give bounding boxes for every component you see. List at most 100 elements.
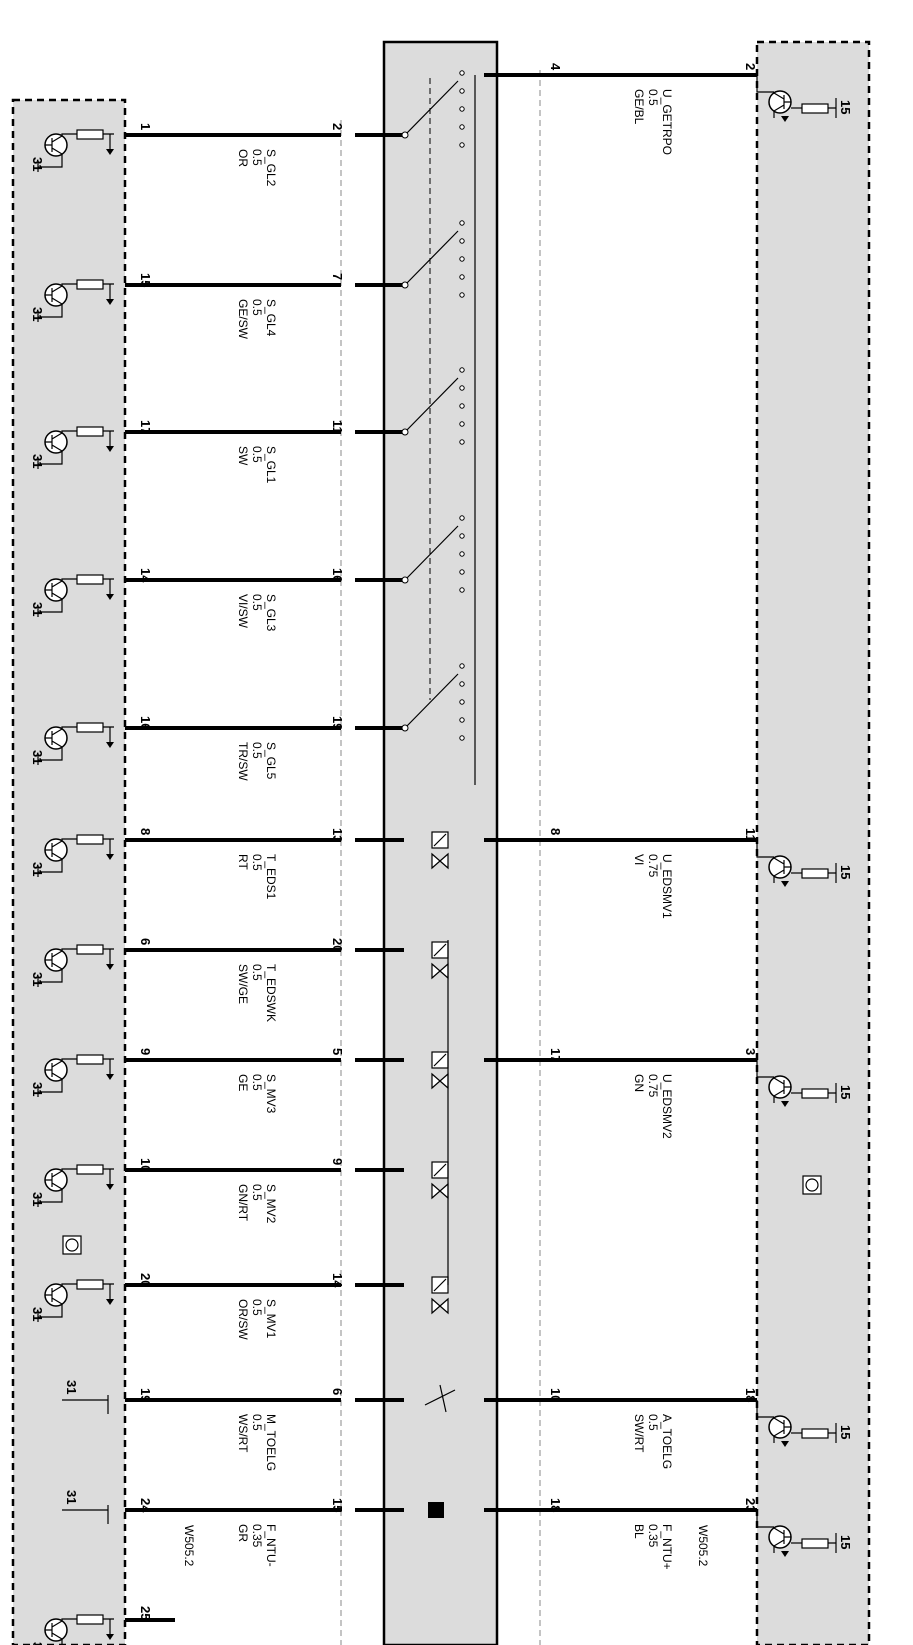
left-transistor-collector-7 <box>61 1058 77 1061</box>
mid-pin-a-toelg: 10 <box>548 1388 563 1402</box>
connector-right-label: W505.2 <box>696 1525 710 1567</box>
right-supply-bar-3 <box>828 1423 837 1443</box>
left-pin-s-mv3: 9 <box>138 1048 153 1055</box>
color-s-mv3: GE <box>236 1074 250 1091</box>
ground-label-5: 31 <box>30 862 45 876</box>
left-transistor-leads-lower <box>45 1620 63 1640</box>
left-transistor-emitter-8 <box>38 1189 63 1203</box>
left-pin-s-gl2: 1 <box>138 123 153 130</box>
right-pin-f-ntu-plus: 23 <box>743 1498 758 1512</box>
color-s-gl2: OR <box>236 149 250 167</box>
lower-ground-lead-1 <box>62 1505 109 1524</box>
right-transistor-leads-2 <box>773 1077 791 1103</box>
left-resistor-3 <box>76 574 104 585</box>
ground-label-2: 31 <box>30 454 45 468</box>
left-transistor-leads-9 <box>45 1285 63 1305</box>
left-transistor-emitter-3 <box>38 599 63 613</box>
mid-pin-f-ntu-plus: 18 <box>548 1498 563 1512</box>
size-s-gl2: 0.5 <box>250 149 264 166</box>
ground-label-1: 31 <box>30 307 45 321</box>
gear-switch-terminal <box>459 681 465 687</box>
lower-ground-label-1: 31 <box>64 1490 79 1504</box>
gear-switch-terminal <box>459 238 465 244</box>
left-pin-s-gl4: 15 <box>138 273 153 287</box>
left-resistor-2 <box>76 426 104 437</box>
solenoid-valve-5 <box>431 852 449 870</box>
left-resistor-lead-0 <box>103 133 114 149</box>
left-pin-extra: 25 <box>138 1606 153 1620</box>
right-arrow-4 <box>781 1551 789 1557</box>
mid-pin-s-mv1: 14 <box>330 1273 345 1288</box>
lower-ground-lead-0 <box>62 1395 109 1414</box>
left-transistor-emitter-lower <box>61 1639 63 1645</box>
left-transistor-emitter-4 <box>38 747 63 761</box>
left-transistor-emitter-9 <box>38 1304 63 1318</box>
gear-switch-terminal <box>459 220 465 226</box>
color-a-toelg: SW/RT <box>632 1414 646 1453</box>
right-pin-u-edsmv2: 3 <box>743 1048 758 1055</box>
ground-arrow-lower <box>106 1634 114 1640</box>
left-transistor-leads-4 <box>45 728 63 748</box>
ground-arrow-0 <box>106 149 114 155</box>
gear-switch-terminal <box>459 663 465 669</box>
right-supply-bar-1 <box>828 863 837 883</box>
right-transistor-collector-4 <box>756 1510 774 1528</box>
signal-s-mv1: S_MV1 <box>264 1299 278 1339</box>
mid-pin-f-ntu-minus: 15 <box>330 1498 345 1512</box>
color-s-mv1: OR/SW <box>236 1299 250 1340</box>
signal-s-mv3: S_MV3 <box>264 1074 278 1114</box>
left-transistor-collector-5 <box>61 838 77 841</box>
size-u-getrpo: 0.5 <box>646 89 660 106</box>
mid-pin-s-mv3: 5 <box>330 1048 345 1055</box>
gear-switch-contact-0 <box>404 80 459 136</box>
left-resistor-lead-2 <box>103 430 114 446</box>
solenoid-coil-line-9 <box>433 1278 447 1292</box>
left-transistor-collector-3 <box>61 578 77 581</box>
connector-left-label: W505.2 <box>182 1525 196 1567</box>
left-transistor-leads-5 <box>45 840 63 860</box>
right-transistor-leads-0 <box>773 92 791 118</box>
gear-switch-terminal <box>459 569 465 575</box>
size-s-mv1: 0.5 <box>250 1299 264 1316</box>
right-arrow-2 <box>781 1101 789 1107</box>
left-pin-s-gl5: 16 <box>138 716 153 730</box>
solenoid-coil-line-5 <box>433 833 447 847</box>
left-resistor-lead-6 <box>103 948 114 964</box>
solenoid-coil-line-8 <box>433 1163 447 1177</box>
right-transistor-leads-3 <box>773 1417 791 1443</box>
ground-arrow-8 <box>106 1184 114 1190</box>
size-m-toelg: 0.5 <box>250 1414 264 1431</box>
mid-pin-s-gl1: 11 <box>330 420 345 434</box>
signal-u-edsmv2: U_EDSMV2 <box>660 1074 674 1139</box>
left-resistor-9 <box>76 1279 104 1290</box>
color-s-gl3: VI/SW <box>236 594 250 629</box>
left-pin-f-ntu-minus: 24 <box>138 1498 153 1513</box>
mid-pin-u-edsmv2: 17 <box>548 1048 563 1062</box>
right-supply-bar-2 <box>828 1083 837 1103</box>
signal-s-gl5: S_GL5 <box>264 742 278 780</box>
left-control-unit-box <box>11 98 127 1645</box>
left-pin-m-toelg: 19 <box>138 1388 153 1402</box>
signal-a-toelg: A_TOELG <box>660 1414 674 1469</box>
color-u-getrpo: GE/BL <box>632 89 646 125</box>
gear-switch-terminal <box>459 70 465 76</box>
solenoid-coil-line-7 <box>433 1053 447 1067</box>
size-s-gl4: 0.5 <box>250 299 264 316</box>
gear-switch-contact-2 <box>404 377 459 433</box>
ground-label-0: 31 <box>30 157 45 171</box>
mid-pin-s-gl4: 7 <box>330 273 345 280</box>
gear-switch-terminal <box>459 735 465 741</box>
left-transistor-collector-4 <box>61 726 77 729</box>
color-s-gl4: GE/SW <box>236 299 250 340</box>
mid-pin-s-gl5: 19 <box>330 716 345 730</box>
left-resistor-lead-4 <box>103 726 114 742</box>
right-arrow-1 <box>781 881 789 887</box>
left-transistor-collector-lower <box>61 1618 77 1621</box>
mid-pin-u-edsmv1: 8 <box>548 828 563 835</box>
ground-label-6: 31 <box>30 972 45 986</box>
left-resistor-lead-lower <box>103 1618 114 1634</box>
lower-ground-label-0: 31 <box>64 1380 79 1394</box>
size-f-ntu-plus: 0.35 <box>646 1524 660 1548</box>
size-t-edswk: 0.5 <box>250 964 264 981</box>
mid-pin-s-gl3: 16 <box>330 568 345 582</box>
